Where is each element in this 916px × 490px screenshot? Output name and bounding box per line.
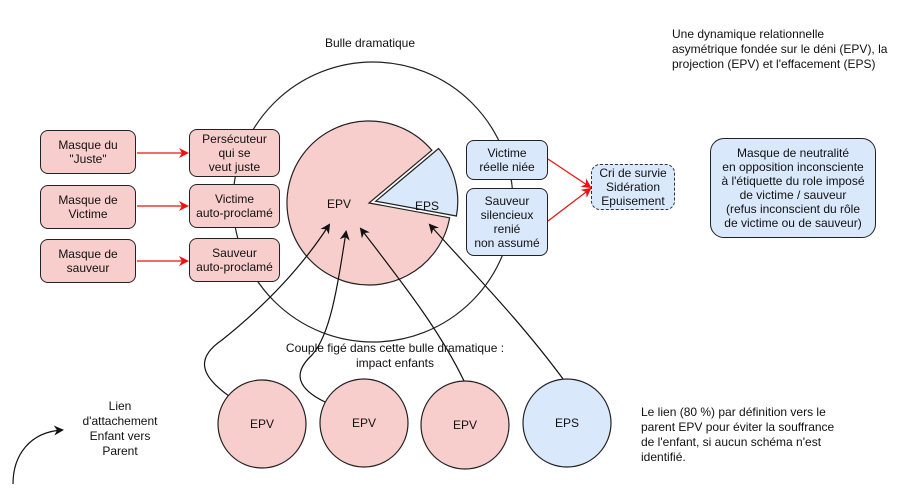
pie-slice-epv — [286, 120, 451, 286]
role-sauveur-silencieux: Sauveur silencieux renié non assumé — [466, 188, 548, 256]
bubble-title: Bulle dramatique — [324, 36, 416, 50]
pie-label-epv: EPV — [326, 197, 351, 211]
child-link-4 — [428, 223, 567, 384]
outcome-box: Cri de survie Sidération Epuisement — [591, 164, 675, 210]
eps-arrow-2 — [547, 187, 592, 222]
child-link-3 — [359, 227, 466, 384]
child-link-1 — [203, 223, 331, 397]
child-circle-3 — [420, 380, 510, 470]
mask-juste: Masque du "Juste" — [40, 130, 136, 174]
couple-caption: Couple figé dans cette bulle dramatique … — [285, 341, 505, 370]
pie-slice-eps — [374, 147, 459, 217]
note-text: Le lien (80 %) par définition vers le pa… — [641, 405, 835, 464]
mask-victime: Masque de Victime — [40, 185, 136, 229]
legend-arrow — [12, 425, 64, 485]
pie-label-eps: EPS — [414, 199, 439, 213]
role-sauveur-auto: Sauveur auto-proclamé — [189, 238, 280, 282]
eps-arrow-1 — [547, 158, 592, 189]
child-label-4: EPS — [554, 416, 579, 430]
child-circle-2 — [319, 378, 409, 468]
child-label-3: EPV — [452, 418, 477, 432]
neutrality-mask-box: Masque de neutralité en opposition incon… — [710, 138, 876, 238]
child-link-2 — [299, 230, 350, 403]
mask-sauveur: Masque de sauveur — [40, 239, 136, 283]
role-persecuteur: Persécuteur qui se veut juste — [189, 129, 280, 177]
description-text: Une dynamique relationnelle asymétrique … — [672, 27, 888, 71]
child-label-1: EPV — [249, 417, 274, 431]
child-circle-4 — [522, 378, 612, 468]
role-victime-auto: Victime auto-proclamé — [189, 184, 280, 228]
role-victime-niee: Victime réelle niée — [466, 140, 548, 180]
child-circle-1 — [217, 379, 307, 469]
child-label-2: EPV — [351, 416, 376, 430]
legend-text: Lien d'attachement Enfant vers Parent — [82, 399, 158, 458]
